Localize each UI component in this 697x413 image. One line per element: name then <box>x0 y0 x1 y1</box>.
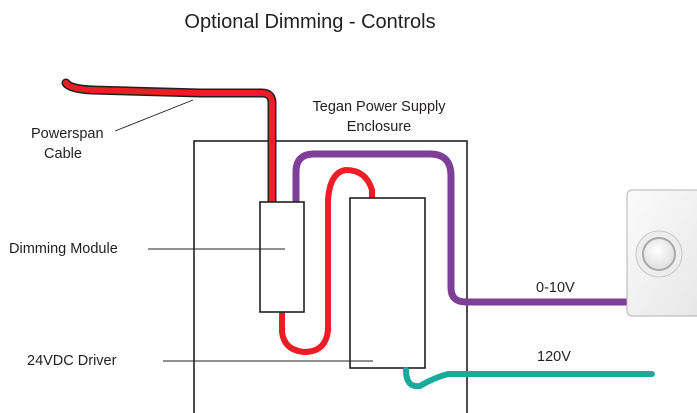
dimming-module-box <box>259 201 305 313</box>
leader-powerspan <box>114 99 194 132</box>
label-enclosure-line1: Tegan Power Supply <box>312 99 446 115</box>
label-0-10v: 0-10V <box>536 280 575 296</box>
red-internal-wire <box>279 167 375 355</box>
label-powerspan-line2: Cable <box>44 146 82 162</box>
purple-0-10v-wire <box>292 150 628 306</box>
power-supply-enclosure <box>193 140 468 413</box>
diagram-title: Optional Dimming - Controls <box>184 11 436 33</box>
dimmer-switch <box>626 189 697 317</box>
red-powerspan-cable <box>61 78 277 207</box>
dimmer-knob-icon <box>642 237 676 271</box>
teal-120v-wire <box>403 367 655 390</box>
label-enclosure-line2: Enclosure <box>346 119 412 135</box>
label-powerspan-line1: Powerspan <box>31 126 104 142</box>
driver-box <box>349 197 426 369</box>
label-dimming-module: Dimming Module <box>9 241 118 257</box>
label-driver: 24VDC Driver <box>27 353 117 369</box>
label-120v: 120V <box>537 349 571 365</box>
